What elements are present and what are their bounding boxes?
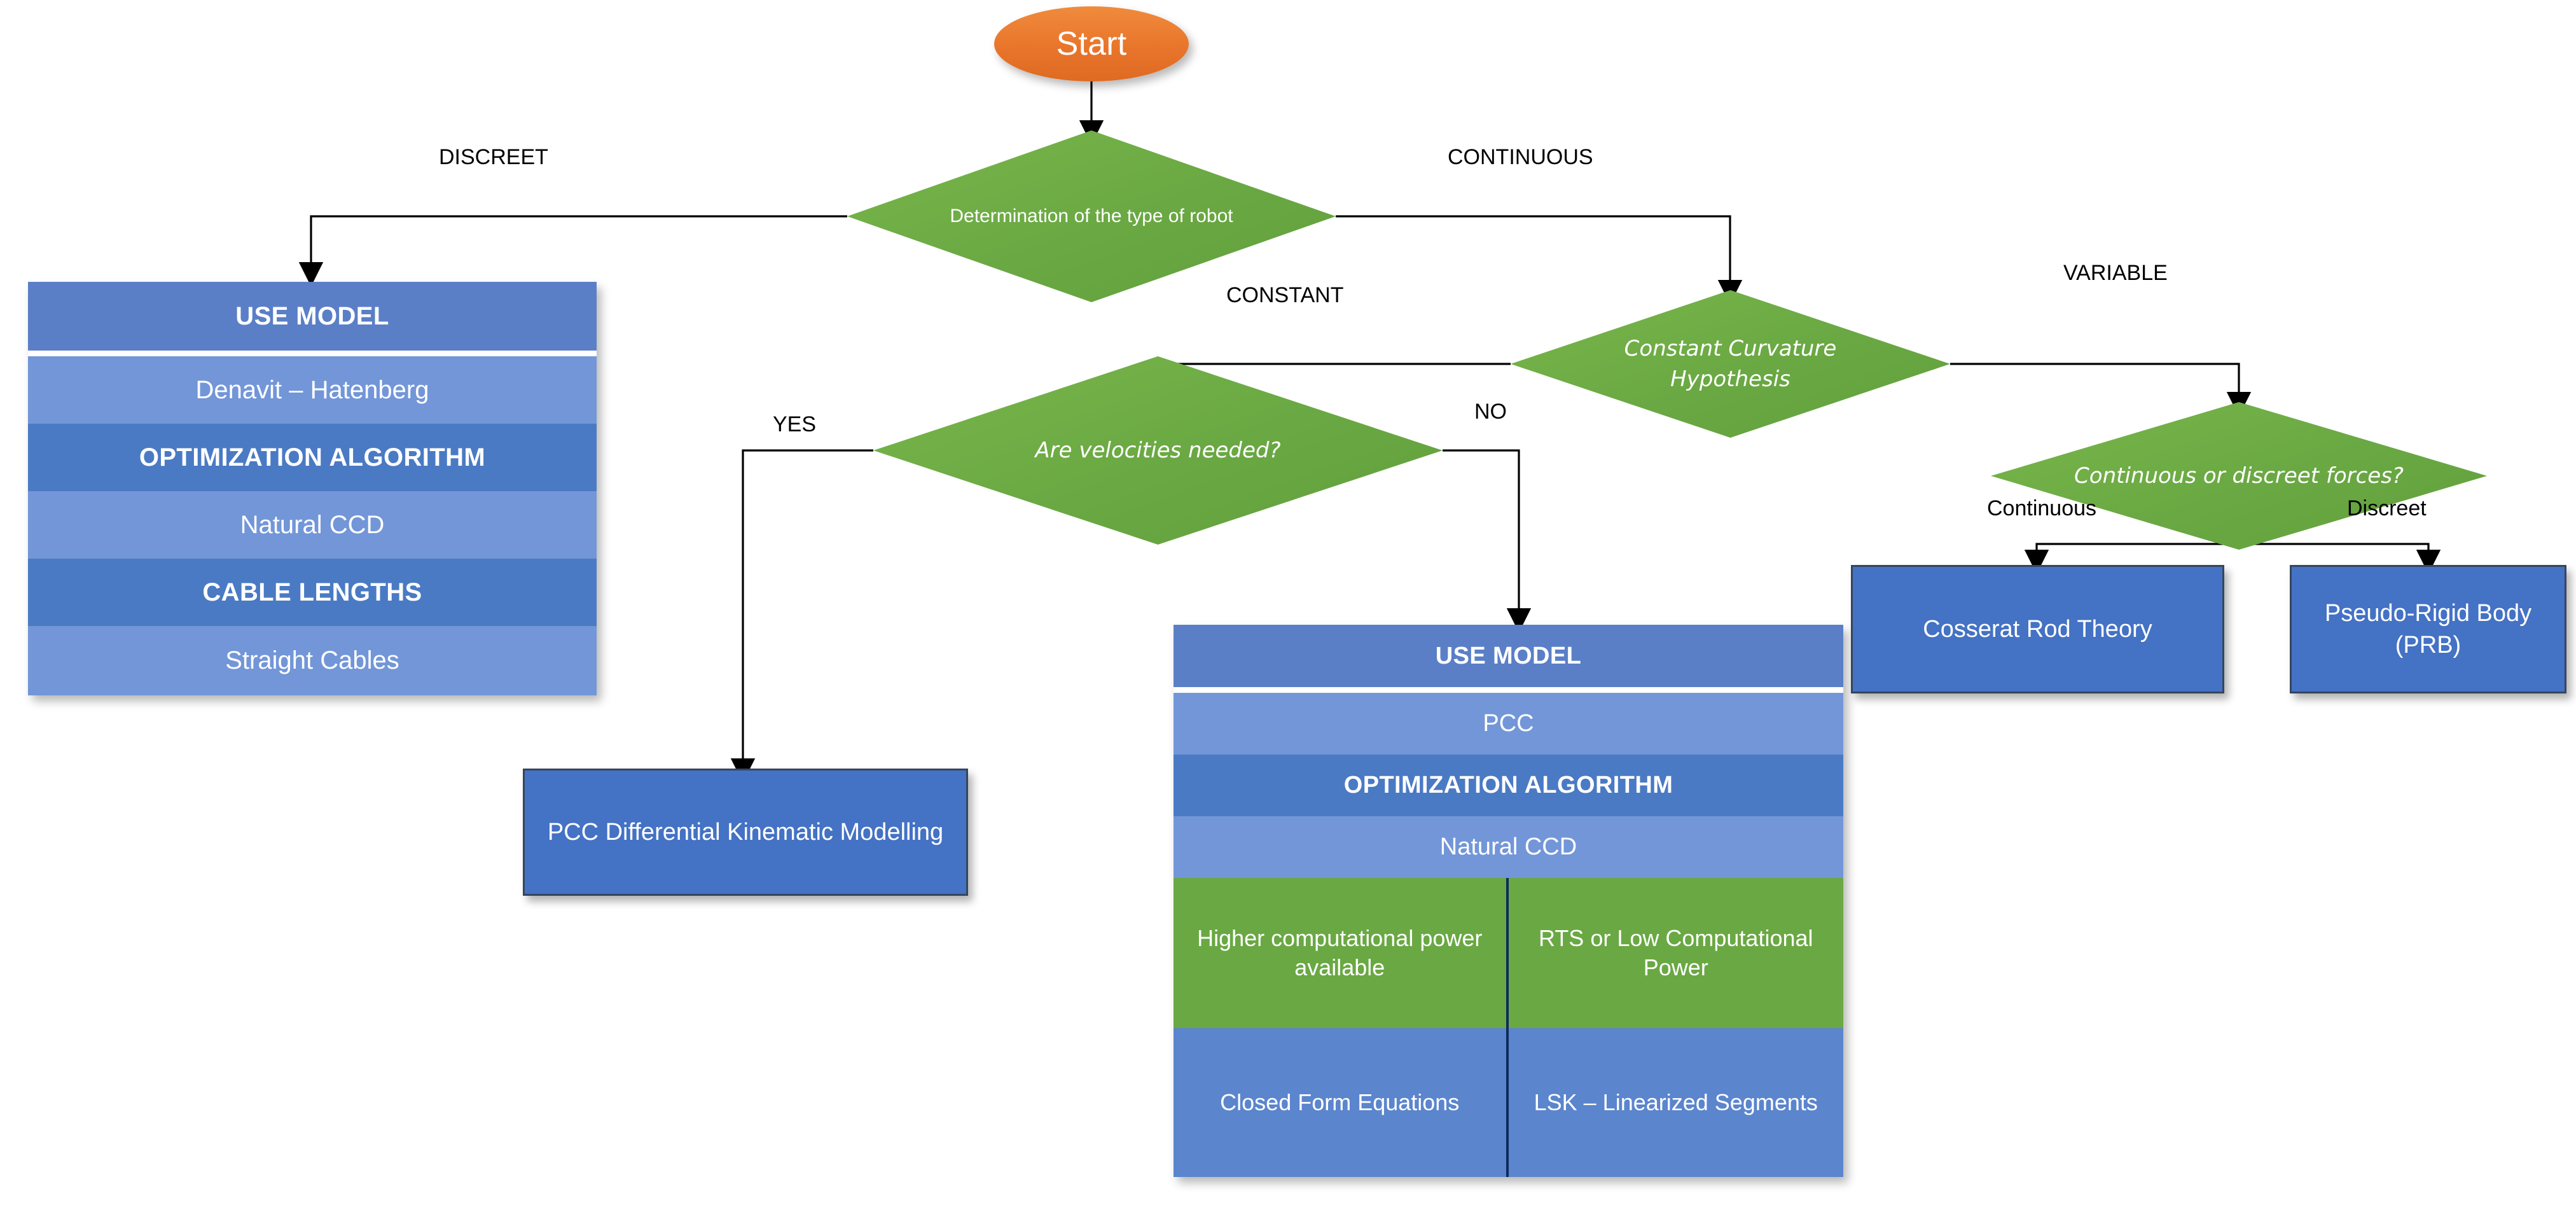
edge-variable: [1950, 363, 2252, 417]
edge-label-forces-continuous: Continuous: [1987, 496, 2097, 520]
table-row: PCC: [1174, 693, 1843, 755]
edge-label-continuous: CONTINUOUS: [1448, 145, 1593, 169]
table-split-row-blue: Closed Form Equations LSK – Linearized S…: [1174, 1028, 1843, 1177]
table-cell: Closed Form Equations: [1174, 1028, 1509, 1177]
table-cell: Higher computational power available: [1174, 878, 1509, 1028]
decision-robot-type-label: Determination of the type of robot: [950, 205, 1233, 226]
box-pcc-differential[interactable]: PCC Differential Kinematic Modelling: [523, 769, 968, 896]
table-row: Denavit – Hatenberg: [28, 356, 597, 424]
edge-label-no: NO: [1474, 400, 1507, 424]
table-row: Natural CCD: [28, 491, 597, 559]
edge-continuous: [1336, 215, 1743, 305]
decision-forces-label: Continuous or discreet forces?: [2074, 463, 2404, 489]
table-row: USE MODEL: [1174, 625, 1843, 687]
box-cosserat-rod-theory[interactable]: Cosserat Rod Theory: [1851, 565, 2224, 693]
box-prb-label: Pseudo-Rigid Body (PRB): [2324, 599, 2532, 658]
edge-label-yes: YES: [773, 412, 817, 436]
table-discrete-model[interactable]: USE MODEL Denavit – Hatenberg OPTIMIZATI…: [28, 282, 597, 695]
decision-velocities-label: Are velocities needed?: [1035, 437, 1281, 463]
table-row: OPTIMIZATION ALGORITHM: [28, 424, 597, 491]
decision-robot-type[interactable]: Determination of the type of robot: [847, 130, 1336, 302]
edge-discreet: [298, 215, 847, 287]
edge-yes: [730, 449, 873, 783]
box-pcc-differential-label: PCC Differential Kinematic Modelling: [547, 818, 944, 846]
edge-label-discreet: DISCREET: [439, 145, 548, 169]
table-cell: RTS or Low Computational Power: [1508, 878, 1843, 1028]
start-label: Start: [1056, 25, 1127, 62]
table-row: USE MODEL: [28, 282, 597, 351]
edge-label-constant: CONSTANT: [1226, 283, 1344, 307]
table-row: OPTIMIZATION ALGORITHM: [1174, 755, 1843, 816]
edge-no: [1443, 449, 1532, 633]
decision-forces[interactable]: Continuous or discreet forces?: [1991, 402, 2487, 550]
table-split-row-green: Higher computational power available RTS…: [1174, 878, 1843, 1028]
table-row-separator: [1174, 687, 1843, 693]
decision-curvature-label: Constant Curvature Hypothesis: [1624, 335, 1837, 392]
start-node[interactable]: Start: [994, 6, 1189, 81]
edge-label-variable: VARIABLE: [2063, 261, 2168, 285]
table-cell: LSK – Linearized Segments: [1508, 1028, 1843, 1177]
table-row: Straight Cables: [28, 626, 597, 695]
box-pseudo-rigid-body[interactable]: Pseudo-Rigid Body (PRB): [2290, 565, 2566, 693]
table-continuous-model[interactable]: USE MODEL PCC OPTIMIZATION ALGORITHM Nat…: [1174, 625, 1843, 1177]
decision-velocities[interactable]: Are velocities needed?: [873, 356, 1443, 545]
table-row: CABLE LENGTHS: [28, 559, 597, 626]
box-cosserat-label: Cosserat Rod Theory: [1923, 615, 2152, 643]
table-row: Natural CCD: [1174, 816, 1843, 878]
edge-label-forces-discreet: Discreet: [2347, 496, 2427, 520]
decision-curvature[interactable]: Constant Curvature Hypothesis: [1511, 290, 1950, 438]
table-row-separator: [28, 351, 597, 356]
